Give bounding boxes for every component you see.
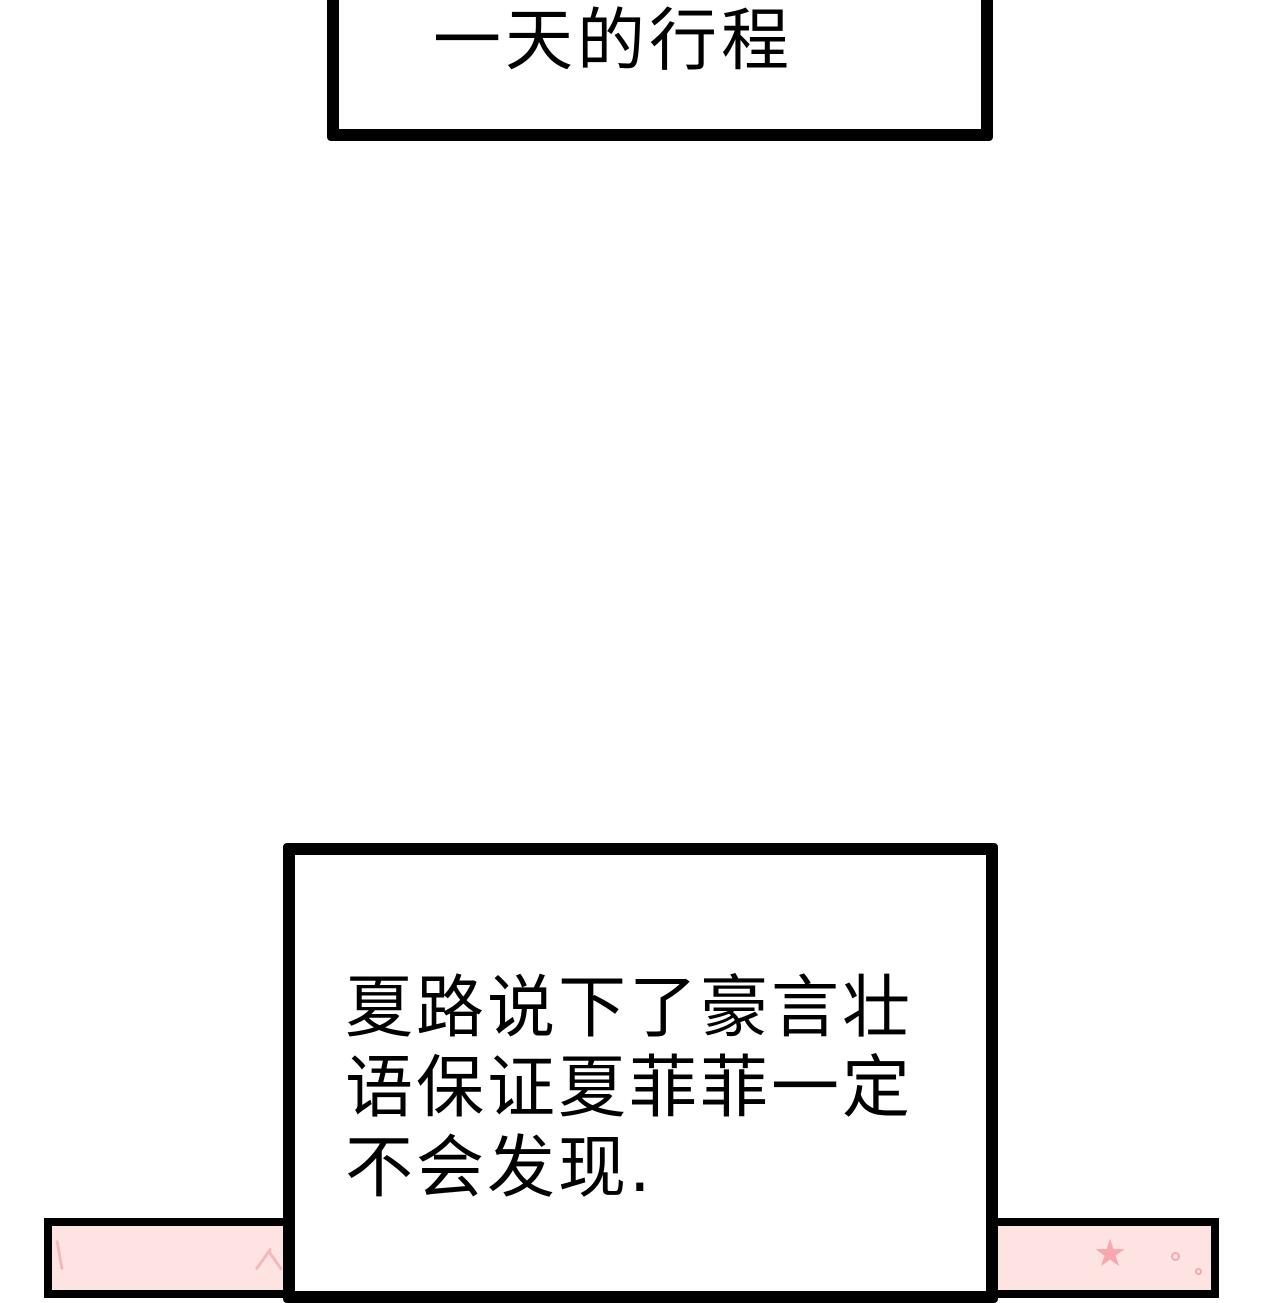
sparkle-mark bbox=[55, 1239, 64, 1271]
star-icon: ★ bbox=[1093, 1231, 1128, 1275]
caption-text-bottom: 夏路说下了豪言壮语保证夏菲菲一定不会发现. bbox=[345, 969, 914, 1208]
circle-icon bbox=[1171, 1252, 1180, 1261]
sparkle-mark bbox=[267, 1251, 284, 1271]
comic-panel-left bbox=[44, 1218, 304, 1298]
comic-panel-right: ★ bbox=[985, 1218, 1219, 1298]
caption-box-bottom: 夏路说下了豪言壮语保证夏菲菲一定不会发现. bbox=[283, 843, 998, 1303]
circle-icon bbox=[1195, 1268, 1202, 1275]
caption-box-top: 一天的行程 bbox=[327, 0, 993, 141]
caption-text-top: 一天的行程 bbox=[433, 2, 794, 81]
